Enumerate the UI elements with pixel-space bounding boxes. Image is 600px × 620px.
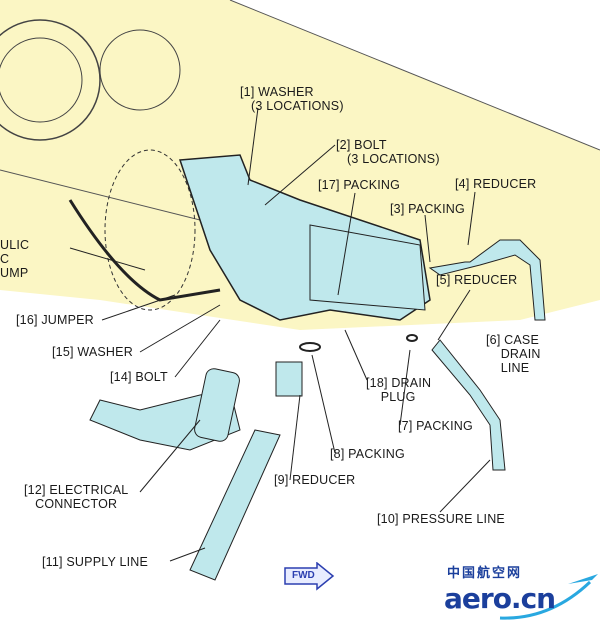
label-reducer-9: [9] REDUCER — [274, 473, 356, 487]
label-pressure-line-10: [10] PRESSURE LINE — [377, 512, 505, 526]
label-line: (3 LOCATIONS) — [251, 99, 344, 113]
label-reducer-5: [5] REDUCER — [436, 273, 518, 287]
label-line: [1] WASHER — [240, 85, 314, 99]
label-line: [12] ELECTRICAL — [24, 483, 129, 497]
label-reducer-4: [4] REDUCER — [455, 177, 537, 191]
label-case-drain-6: [6] CASE DRAIN LINE — [486, 333, 541, 375]
label-line: UMP — [0, 266, 29, 280]
label-packing-8: [8] PACKING — [330, 447, 405, 461]
label-line: [6] CASE — [486, 333, 540, 347]
logo-en-text: aero.cn — [444, 582, 556, 615]
fwd-label: FWD — [292, 570, 315, 581]
label-bolt-2: [2] BOLT (3 LOCATIONS) — [336, 138, 440, 166]
airplane-swoosh-icon — [499, 574, 598, 620]
logo-cn-text: 中国航空网 — [447, 565, 523, 580]
label-line: [18] DRAIN — [366, 376, 432, 390]
label-packing-3: [3] PACKING — [390, 202, 465, 216]
label-line: DRAIN — [500, 347, 541, 361]
label-drain-plug-18: [18] DRAIN PLUG — [366, 376, 431, 404]
label-packing-17: [17] PACKING — [318, 178, 401, 192]
label-line: ULIC — [0, 238, 30, 252]
label-line: [2] BOLT — [336, 138, 387, 152]
label-line: LINE — [500, 361, 530, 375]
label-line: (3 LOCATIONS) — [347, 152, 440, 166]
forward-arrow-icon: FWD — [283, 561, 335, 597]
label-line: C — [0, 252, 10, 266]
label-jumper-16: [16] JUMPER — [16, 313, 94, 327]
label-line: PLUG — [380, 390, 416, 404]
label-line: CONNECTOR — [35, 497, 118, 511]
label-supply-line-11: [11] SUPPLY LINE — [42, 555, 149, 569]
label-bolt-14: [14] BOLT — [110, 370, 168, 384]
label-washer-15: [15] WASHER — [52, 345, 133, 359]
aero-cn-logo: 中国航空网 aero.cn — [440, 566, 600, 620]
label-washer-1: [1] WASHER (3 LOCATIONS) — [240, 85, 344, 113]
label-packing-7: [7] PACKING — [398, 419, 473, 433]
